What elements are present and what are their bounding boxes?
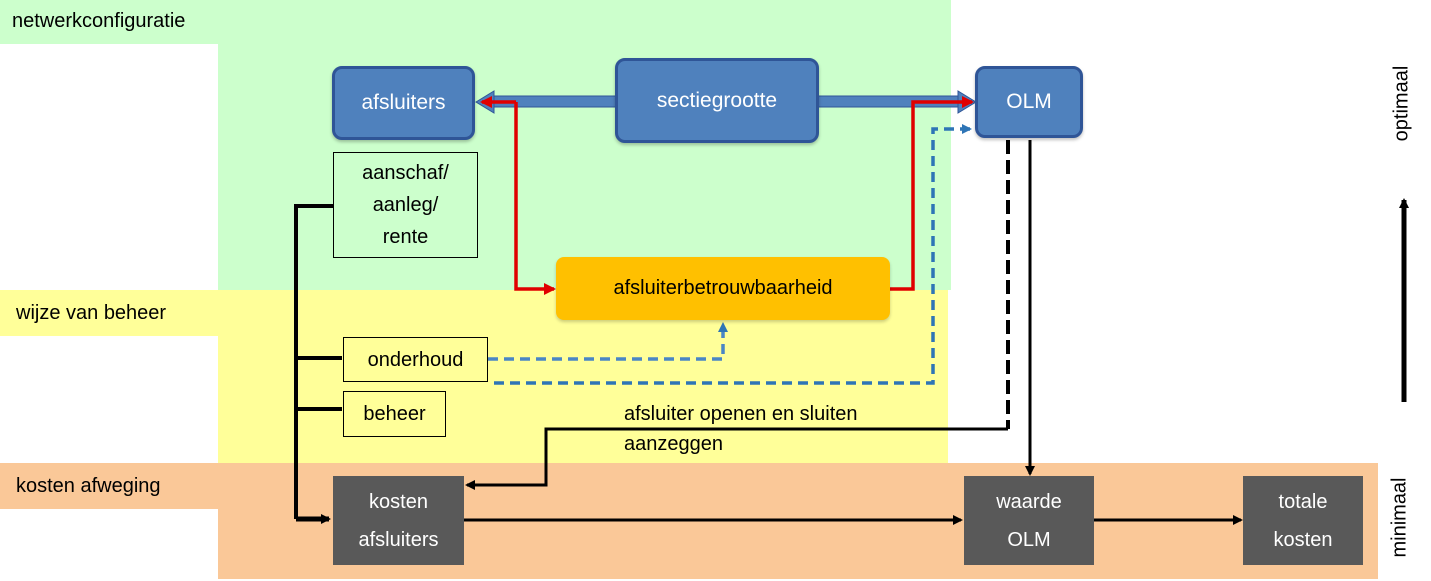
- beheer-box: beheer: [343, 391, 446, 437]
- zone-label-network: netwerkconfiguratie: [12, 10, 186, 32]
- zone-label-cost: kosten afweging: [16, 475, 161, 497]
- zone-label-management: wijze van beheer: [16, 302, 167, 324]
- olm-box: OLM: [975, 66, 1083, 138]
- red-arrow-to-betrouwbaarheid: [514, 102, 556, 295]
- dashed-onderhoud-to-betrouwbaarheid: [488, 322, 728, 361]
- onderhoud-box: onderhoud: [343, 337, 488, 382]
- sectiegrootte-box: sectiegrootte: [615, 58, 819, 143]
- aanschaf-line-3: rente: [382, 226, 429, 248]
- beheer-label: beheer: [363, 403, 426, 425]
- kosten-afsluiters-line-2: afsluiters: [358, 528, 439, 551]
- onderhoud-label: onderhoud: [367, 348, 464, 371]
- afsluiters-box: afsluiters: [332, 66, 475, 140]
- totale-kosten-line-2: kosten: [1273, 528, 1333, 551]
- annotation-line-2: aanzeggen: [624, 433, 723, 455]
- cost-zone-left: [0, 463, 218, 509]
- afsluiters-label: afsluiters: [361, 91, 446, 114]
- totale-kosten-box: totale kosten: [1243, 476, 1363, 565]
- scale-label-minimaal: minimaal: [1388, 477, 1411, 558]
- network-zone: [218, 0, 951, 290]
- bracket-aanschaf: [294, 204, 333, 519]
- management-zone-left: [0, 290, 218, 336]
- afsluiterbetrouwbaarheid-box: afsluiterbetrouwbaarheid: [556, 257, 890, 320]
- annotation-line-1: afsluiter openen en sluiten: [624, 403, 858, 425]
- olm-label: OLM: [1006, 90, 1052, 113]
- dashed-onderhoud-to-olm: [494, 124, 972, 385]
- kosten-afsluiters-line-1: kosten: [369, 490, 428, 513]
- afsluiterbetrouwbaarheid-label: afsluiterbetrouwbaarheid: [613, 277, 833, 299]
- scale-label-optimaal: optimaal: [1390, 65, 1413, 142]
- aanschaf-line-2: aanleg/: [372, 194, 439, 216]
- totale-kosten-line-1: totale: [1278, 490, 1328, 513]
- network-zone-left: [0, 0, 218, 44]
- sectiegrootte-label: sectiegrootte: [656, 88, 778, 112]
- waarde-olm-line-1: waarde: [996, 490, 1062, 513]
- aanschaf-box: aanschaf/ aanleg/ rente: [333, 152, 478, 258]
- waarde-olm-line-2: OLM: [1007, 528, 1051, 551]
- waarde-olm-box: waarde OLM: [964, 476, 1094, 565]
- aanschaf-line-1: aanschaf/: [362, 162, 449, 184]
- arrow-openen-to-kosten: [465, 427, 1008, 490]
- kosten-afsluiters-box: kosten afsluiters: [333, 476, 464, 565]
- red-arrow-to-olm: [890, 96, 974, 291]
